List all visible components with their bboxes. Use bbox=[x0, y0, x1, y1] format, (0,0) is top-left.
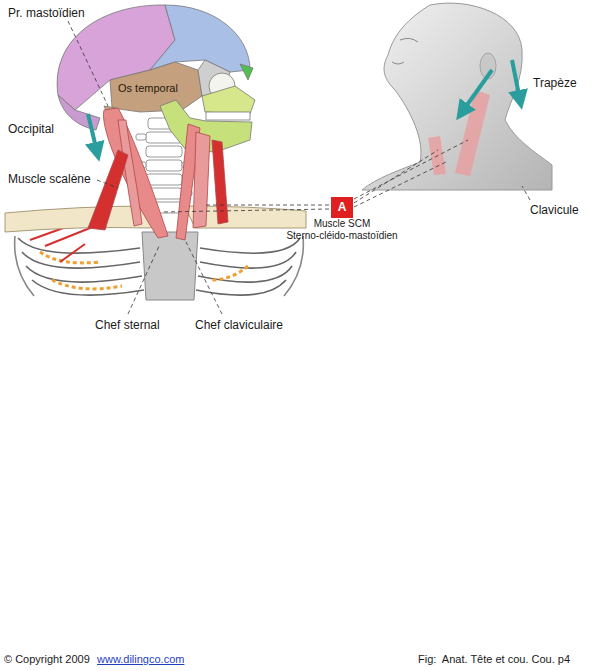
intercostal-dots-part bbox=[52, 280, 122, 289]
part-label: Occipital bbox=[8, 122, 54, 136]
head-figure-part bbox=[392, 62, 404, 64]
skull-part bbox=[206, 112, 250, 120]
neck-muscles bbox=[88, 108, 228, 240]
head-figure bbox=[362, 3, 552, 190]
skull-part bbox=[150, 5, 250, 72]
callout-letter: A bbox=[331, 197, 353, 218]
leader-lines-part bbox=[186, 242, 222, 314]
leader-lines bbox=[68, 21, 530, 314]
callout-caption: Muscle SCM bbox=[284, 218, 400, 230]
leader-lines-part bbox=[354, 162, 446, 207]
leader-lines-part bbox=[162, 209, 329, 212]
cervical-spine-part bbox=[146, 146, 182, 157]
leader-lines-part bbox=[206, 205, 329, 206]
direction-arrow bbox=[88, 114, 97, 152]
head-figure-part bbox=[462, 70, 492, 112]
head-figure-part bbox=[400, 38, 418, 42]
skull-part bbox=[202, 86, 255, 114]
rib-cage-part bbox=[198, 266, 292, 282]
head-figure-part bbox=[512, 60, 520, 100]
rib-cage-part bbox=[284, 236, 303, 296]
website-link: www.dilingco.com bbox=[97, 653, 184, 666]
rib-cage-part bbox=[32, 280, 144, 295]
callout-caption: Sterno-cléido-mastoïdien bbox=[284, 230, 400, 242]
part-label: Chef sternal bbox=[95, 318, 160, 332]
skull-part bbox=[240, 64, 253, 80]
rib-cage-part bbox=[26, 266, 142, 282]
sternum bbox=[142, 232, 198, 300]
leader-lines-part bbox=[354, 150, 438, 203]
rib-cage-part bbox=[196, 280, 286, 295]
rib-cage-part bbox=[200, 238, 300, 253]
part-label: Muscle scalène bbox=[8, 172, 91, 186]
skull-part bbox=[110, 62, 202, 112]
bone-label: Os temporal bbox=[118, 82, 178, 95]
rib-cage-part bbox=[15, 236, 34, 296]
part-label: Clavicule bbox=[530, 203, 579, 217]
neck-muscles-part bbox=[88, 150, 128, 230]
leader-lines-part bbox=[97, 180, 118, 188]
cervical-spine-part bbox=[146, 160, 182, 171]
part-label: Trapèze bbox=[533, 76, 577, 90]
cervical-spine-part bbox=[136, 134, 146, 140]
cervical-spine-part bbox=[146, 174, 182, 185]
rib-cage-part bbox=[18, 238, 140, 253]
head-figure-part bbox=[362, 3, 552, 190]
intercostal-dots-part bbox=[210, 266, 248, 280]
leader-lines-part bbox=[128, 244, 160, 314]
leader-lines-part bbox=[68, 21, 108, 106]
head-figure-part bbox=[455, 90, 490, 176]
neck-muscles-part bbox=[193, 132, 210, 228]
scalene-fibres-part bbox=[60, 244, 85, 262]
copyright-note: © Copyright 2009 bbox=[4, 653, 90, 666]
part-label: Pr. mastoïdien bbox=[8, 6, 85, 20]
part-label: Chef claviculaire bbox=[195, 318, 283, 332]
leader-lines-part bbox=[522, 186, 530, 200]
skull bbox=[57, 5, 255, 152]
rib-cage-part bbox=[22, 252, 140, 268]
callout-row: A bbox=[284, 197, 400, 218]
leader-lines-part bbox=[354, 140, 468, 199]
skull-part bbox=[58, 95, 100, 130]
figure-caption: Fig: Anat. Tête et cou. Cou. p4 bbox=[418, 653, 570, 666]
rib-cage-part bbox=[200, 252, 296, 268]
callout-box: AMuscle SCMSterno-cléido-mastoïdien bbox=[284, 197, 400, 241]
